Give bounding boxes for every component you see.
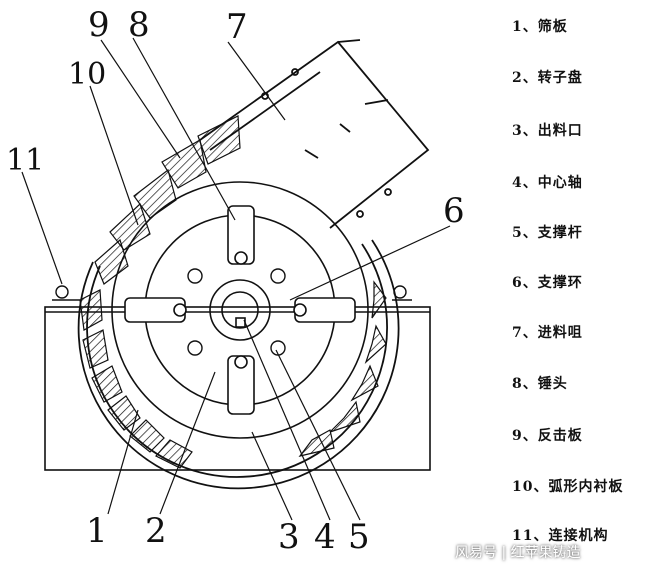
legend-item-6: 6、支撑环 xyxy=(512,275,583,291)
connection-mechanism xyxy=(52,285,412,301)
callout-1: 1 xyxy=(86,511,108,551)
hammers xyxy=(124,205,356,415)
rotor-holes xyxy=(187,268,286,356)
callout-2: 2 xyxy=(145,511,167,551)
callout-5: 5 xyxy=(348,517,370,557)
callout-8: 8 xyxy=(128,5,150,45)
legend-item-4: 4、中心轴 xyxy=(512,175,583,191)
callout-labels: 1 2 3 4 5 6 7 8 9 10 11 xyxy=(6,5,465,557)
watermark: 风易号 | 红苹果铸造 xyxy=(455,545,581,561)
base-frame xyxy=(44,306,431,471)
feed-chute xyxy=(199,39,430,229)
legend-item-9: 9、反击板 xyxy=(512,428,583,444)
legend-item-8: 8、锤头 xyxy=(512,376,568,392)
legend-item-1: 1、筛板 xyxy=(512,19,568,35)
callout-9: 9 xyxy=(88,5,110,45)
legend-item-3: 3、出料口 xyxy=(512,123,583,139)
callout-11: 11 xyxy=(6,143,44,178)
callout-4: 4 xyxy=(314,517,336,557)
callout-7: 7 xyxy=(226,7,248,47)
screen-plate xyxy=(79,280,387,469)
callout-3: 3 xyxy=(278,517,300,557)
leader-lines xyxy=(21,37,451,521)
legend-item-2: 2、转子盘 xyxy=(512,70,583,86)
legend-item-10: 10、弧形内衬板 xyxy=(512,479,624,495)
callout-6: 6 xyxy=(443,191,465,231)
legend-item-5: 5、支撑杆 xyxy=(512,225,583,241)
arc-liner xyxy=(94,115,241,285)
legend-item-7: 7、进料咀 xyxy=(512,325,583,341)
callout-10: 10 xyxy=(68,57,106,92)
legend-item-11: 11、连接机构 xyxy=(512,528,609,544)
